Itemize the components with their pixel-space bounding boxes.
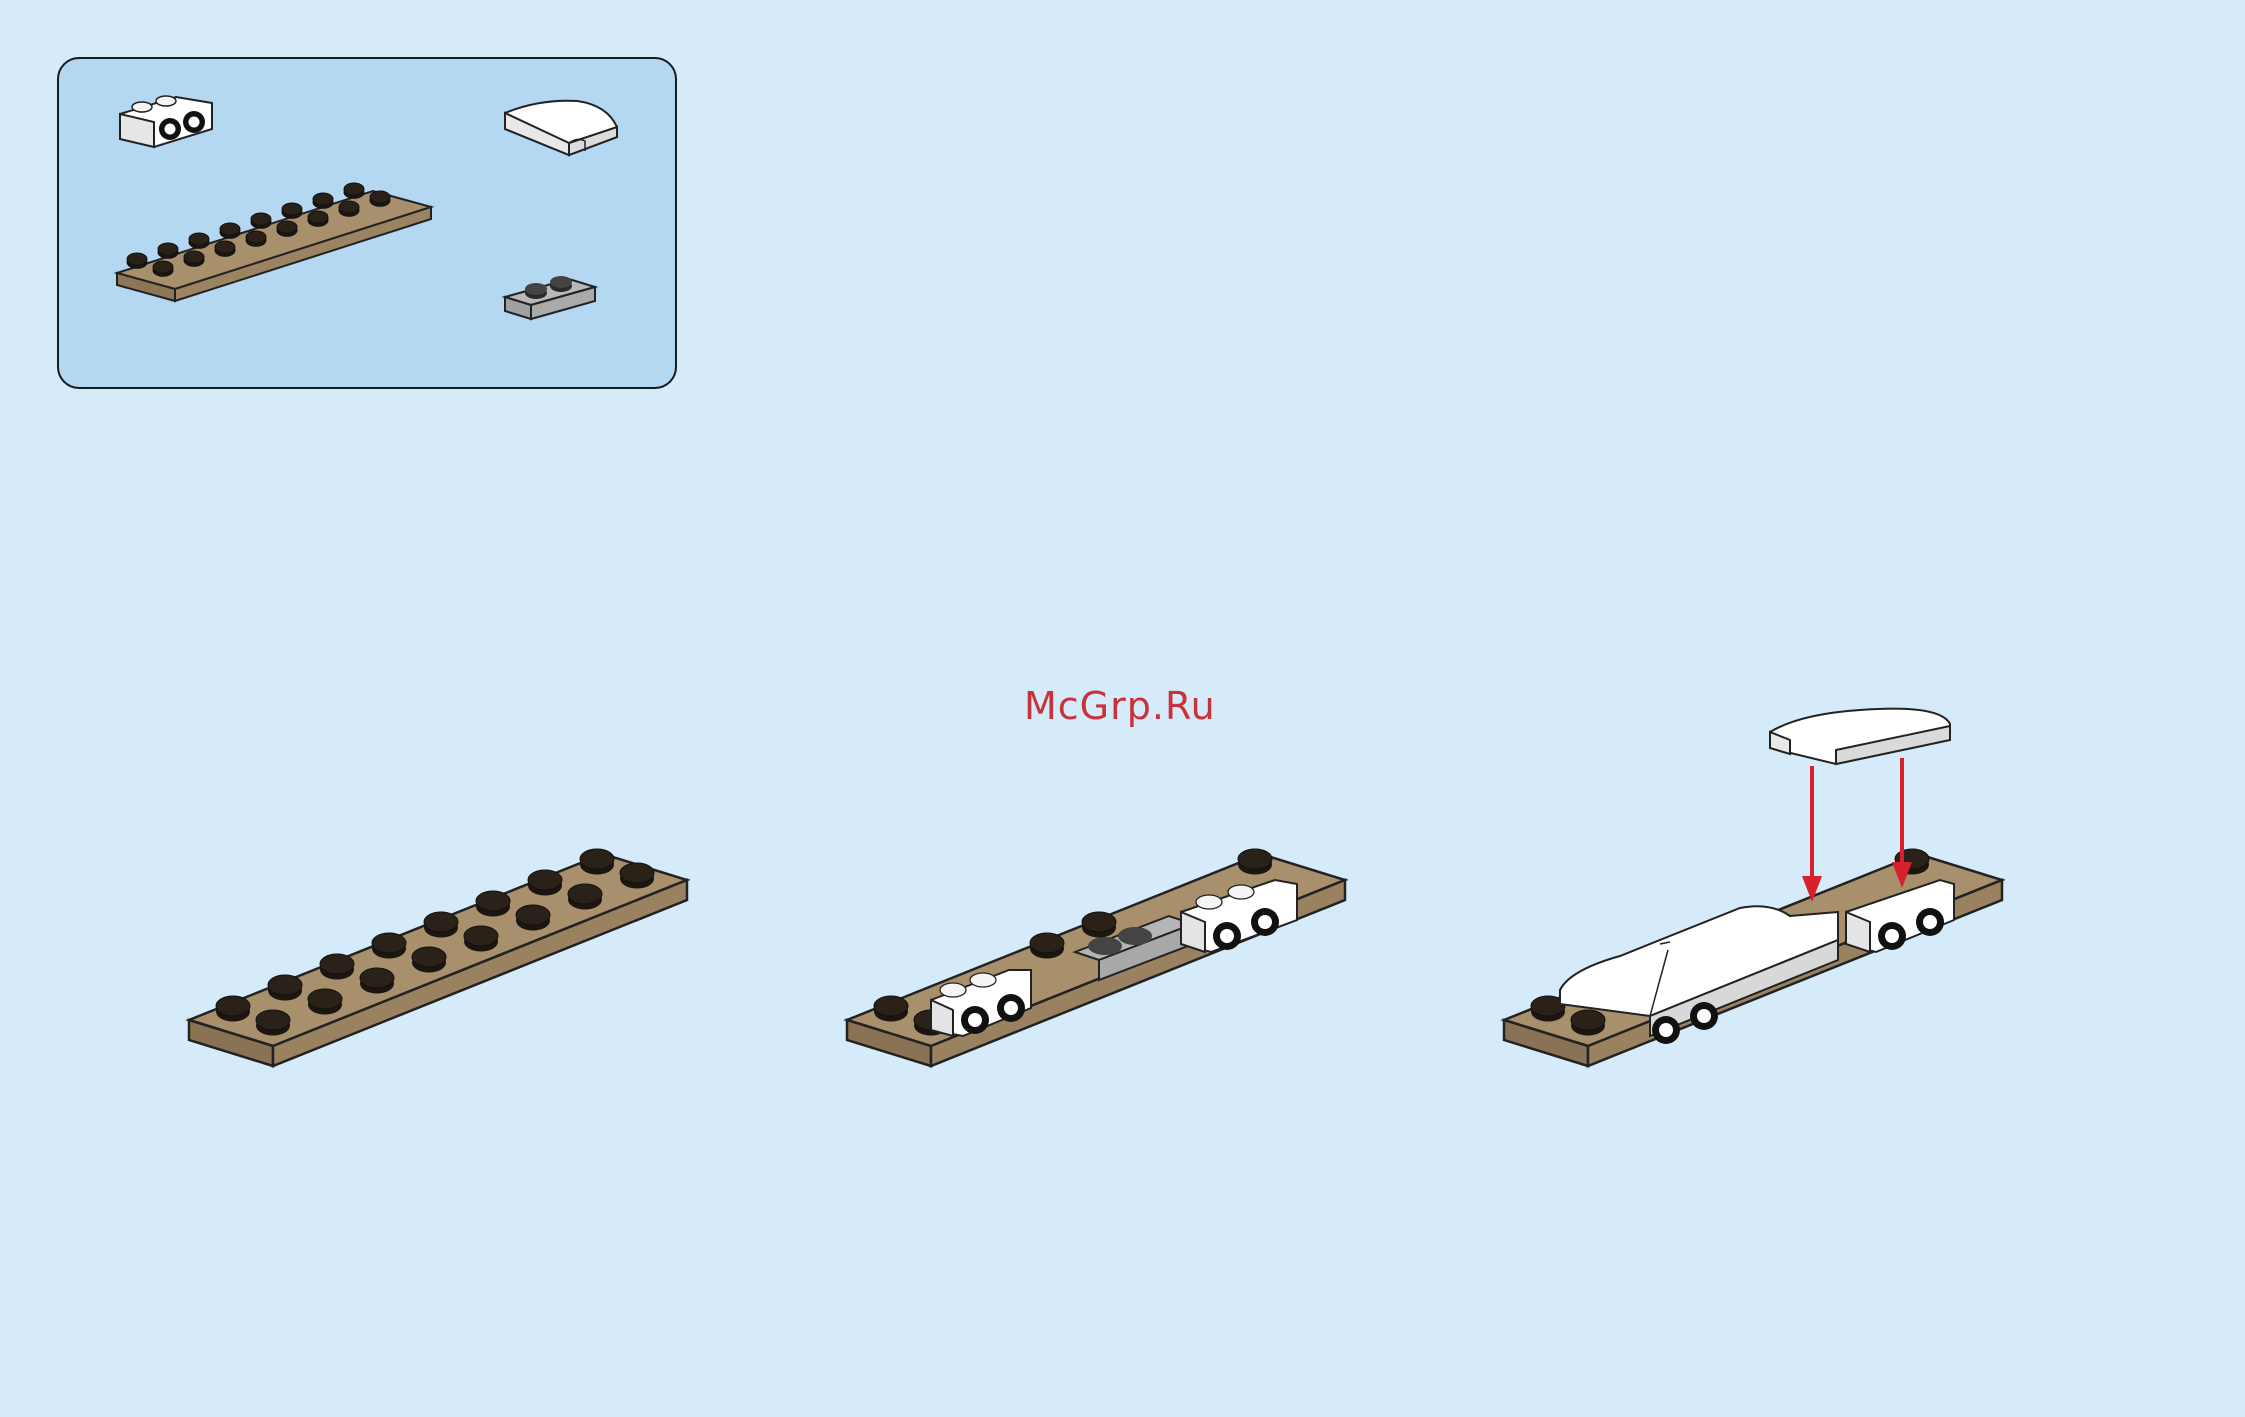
stud-top	[360, 968, 394, 988]
stud-top	[1082, 912, 1116, 932]
stud-top	[308, 989, 342, 1009]
stud-top	[424, 912, 458, 932]
stud-top	[256, 1010, 290, 1030]
stud-top	[528, 870, 562, 890]
step-2-brackets-attached	[843, 840, 1353, 1110]
stud-top	[251, 213, 271, 225]
stud-top	[220, 223, 240, 235]
stud-top	[568, 884, 602, 904]
stud-top	[372, 933, 406, 953]
stud-top	[412, 947, 446, 967]
tan-plate-part-icon	[111, 177, 441, 317]
stud-top	[874, 996, 908, 1016]
stud-top	[246, 231, 266, 243]
stud-top	[464, 926, 498, 946]
stud-top	[620, 863, 654, 883]
stud-top	[344, 183, 364, 195]
grey-plate-part-icon	[499, 267, 609, 337]
stud-top	[184, 251, 204, 263]
stud-top	[320, 954, 354, 974]
stud-top	[580, 849, 614, 869]
stud-top	[216, 996, 250, 1016]
stud-top	[370, 191, 390, 203]
step-1-base-plate	[185, 840, 695, 1110]
stud-top	[1238, 849, 1272, 869]
stud-top	[516, 905, 550, 925]
stud-top	[282, 203, 302, 215]
stud-top	[1030, 933, 1064, 953]
stud-top	[268, 975, 302, 995]
stud-top	[476, 891, 510, 911]
parts-list-box	[57, 57, 677, 389]
bracket-part-icon	[114, 89, 224, 159]
watermark-text: McGrp.Ru	[1024, 684, 1216, 728]
stud-top	[1571, 1010, 1605, 1030]
stud-top	[339, 201, 359, 213]
stud-top	[277, 221, 297, 233]
stud-top	[215, 241, 235, 253]
stud-top	[153, 261, 173, 273]
curved-slope-part-icon	[499, 93, 629, 168]
stud-top	[127, 253, 147, 265]
step-3-add-slopes	[1500, 680, 2020, 1120]
stud-top	[313, 193, 333, 205]
stud-top	[158, 243, 178, 255]
stud-top	[189, 233, 209, 245]
stud-top	[308, 211, 328, 223]
